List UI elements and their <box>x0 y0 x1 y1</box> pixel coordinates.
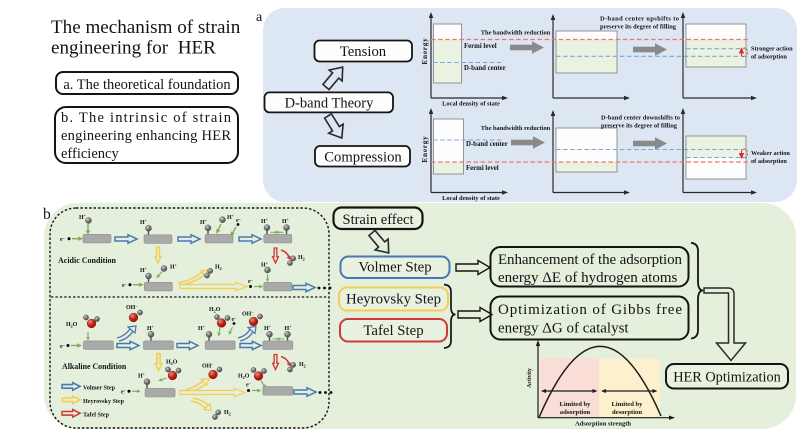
svg-text:Optimization of Gibbs fr: Optimization of Gibbs free <box>498 302 682 318</box>
svg-text:HER Optimization: HER Optimization <box>673 370 781 386</box>
svg-text:H+: H+ <box>140 218 148 226</box>
svg-text:e–: e– <box>121 388 127 396</box>
svg-text:H+: H+ <box>79 213 87 221</box>
svg-text:Heyrovsky Step: Heyrovsky Step <box>83 399 125 405</box>
svg-text:e–: e– <box>246 381 252 389</box>
svg-text:e–: e– <box>232 315 238 323</box>
svg-text:Tafel Step: Tafel Step <box>83 412 110 418</box>
svg-text:D-band center: D-band center <box>466 141 508 148</box>
svg-text:OH–: OH– <box>242 310 254 318</box>
svg-text:e–: e– <box>236 216 242 224</box>
svg-text:desorption: desorption <box>612 409 642 416</box>
svg-text:H+: H+ <box>138 372 146 380</box>
svg-text:H+: H+ <box>261 261 269 269</box>
svg-text:H+: H+ <box>261 217 269 225</box>
svg-text:OH–: OH– <box>126 303 138 311</box>
svg-text:adsorption: adsorption <box>560 409 591 416</box>
svg-text:H+: H+ <box>227 213 235 221</box>
svg-text:D-band center upshifts to: D-band center upshifts to <box>600 16 679 23</box>
svg-text:Weaker action: Weaker action <box>751 150 790 157</box>
svg-text:H2O: H2O <box>209 307 221 313</box>
svg-text:H2: H2 <box>215 265 222 271</box>
svg-text:Local density of state: Local density of state <box>442 195 500 202</box>
svg-text:energy ΔG of catalyst: energy ΔG of catalyst <box>498 321 629 337</box>
svg-text:H2O: H2O <box>238 374 250 380</box>
svg-text:Stronger action: Stronger action <box>751 46 793 53</box>
svg-text:e–: e– <box>60 342 66 350</box>
svg-text:H+: H+ <box>198 324 206 332</box>
svg-text:engineering for HER: engineering for HER <box>51 38 216 59</box>
svg-text:efficiency: efficiency <box>61 146 119 162</box>
svg-text:Adsorption strength: Adsorption strength <box>575 421 631 428</box>
svg-text:H2: H2 <box>298 255 305 261</box>
svg-text:OH–: OH– <box>202 362 214 370</box>
svg-text:energy ΔE of hydrogen atoms: energy ΔE of hydrogen atoms <box>498 270 677 286</box>
svg-text:H+: H+ <box>264 324 272 332</box>
svg-text:H+: H+ <box>200 218 208 226</box>
svg-text:Tafel Step: Tafel Step <box>363 323 423 339</box>
svg-text:H2: H2 <box>224 410 231 416</box>
svg-text:Enhancement of the adsorption: Enhancement of the adsorption <box>498 252 683 268</box>
svg-text:H+: H+ <box>140 266 148 274</box>
svg-text:engineering enhancing HER: engineering enhancing HER <box>61 128 231 144</box>
svg-text:D-band Theory: D-band Theory <box>285 96 374 112</box>
svg-text:The bandwidth reduction: The bandwidth reduction <box>481 30 551 37</box>
svg-text:H2O: H2O <box>66 322 78 328</box>
svg-text:The mechanism of strain: The mechanism of strain <box>51 17 241 38</box>
svg-text:Energy: Energy <box>420 135 429 162</box>
svg-text:b: b <box>43 206 51 223</box>
svg-text:Compression: Compression <box>324 150 402 166</box>
svg-text:Tension: Tension <box>340 44 387 60</box>
svg-text:preserve its degree of filling: preserve its degree of filling <box>601 123 678 130</box>
svg-text:Heyrovsky Step: Heyrovsky Step <box>346 292 441 308</box>
svg-text:Fermi level: Fermi level <box>466 165 499 172</box>
svg-text:Volmer Step: Volmer Step <box>358 260 431 276</box>
svg-text:H2: H2 <box>299 362 306 368</box>
svg-text:a. The theoretical foundation: a. The theoretical foundation <box>63 77 231 93</box>
svg-text:of adsorption: of adsorption <box>751 54 787 61</box>
svg-text:Fermi level: Fermi level <box>464 43 497 50</box>
svg-text:Activity: Activity <box>527 368 533 388</box>
svg-text:The bandwidth reduction: The bandwidth reduction <box>481 125 551 132</box>
svg-text:of adsorption: of adsorption <box>751 158 787 165</box>
svg-text:Local density of state: Local density of state <box>442 101 500 108</box>
svg-text:D-band center downshifts to: D-band center downshifts to <box>601 115 680 122</box>
svg-text:H+: H+ <box>170 263 178 271</box>
svg-text:e–: e– <box>122 281 128 289</box>
svg-text:e–: e– <box>248 277 254 285</box>
svg-text:D-band center: D-band center <box>464 65 506 72</box>
svg-text:H+: H+ <box>147 324 155 332</box>
svg-text:Limited by: Limited by <box>560 401 592 408</box>
svg-text:Limited by: Limited by <box>612 401 644 408</box>
svg-text:H+: H+ <box>285 324 293 332</box>
svg-text:e–: e– <box>60 235 66 243</box>
svg-text:H2O: H2O <box>166 360 178 366</box>
svg-text:Energy: Energy <box>420 37 429 64</box>
svg-text:Volmer Step: Volmer Step <box>83 385 116 391</box>
svg-text:Acidic Condition: Acidic Condition <box>58 256 117 265</box>
svg-text:preserve its degree of filling: preserve its degree of filling <box>600 24 677 31</box>
svg-text:a: a <box>256 10 263 25</box>
svg-text:Alkaline Condition: Alkaline Condition <box>62 362 127 371</box>
svg-text:Strain effect: Strain effect <box>343 212 414 228</box>
svg-text:H+: H+ <box>282 217 290 225</box>
svg-text:b. The intrinsic of strain: b. The intrinsic of strain <box>61 110 232 126</box>
